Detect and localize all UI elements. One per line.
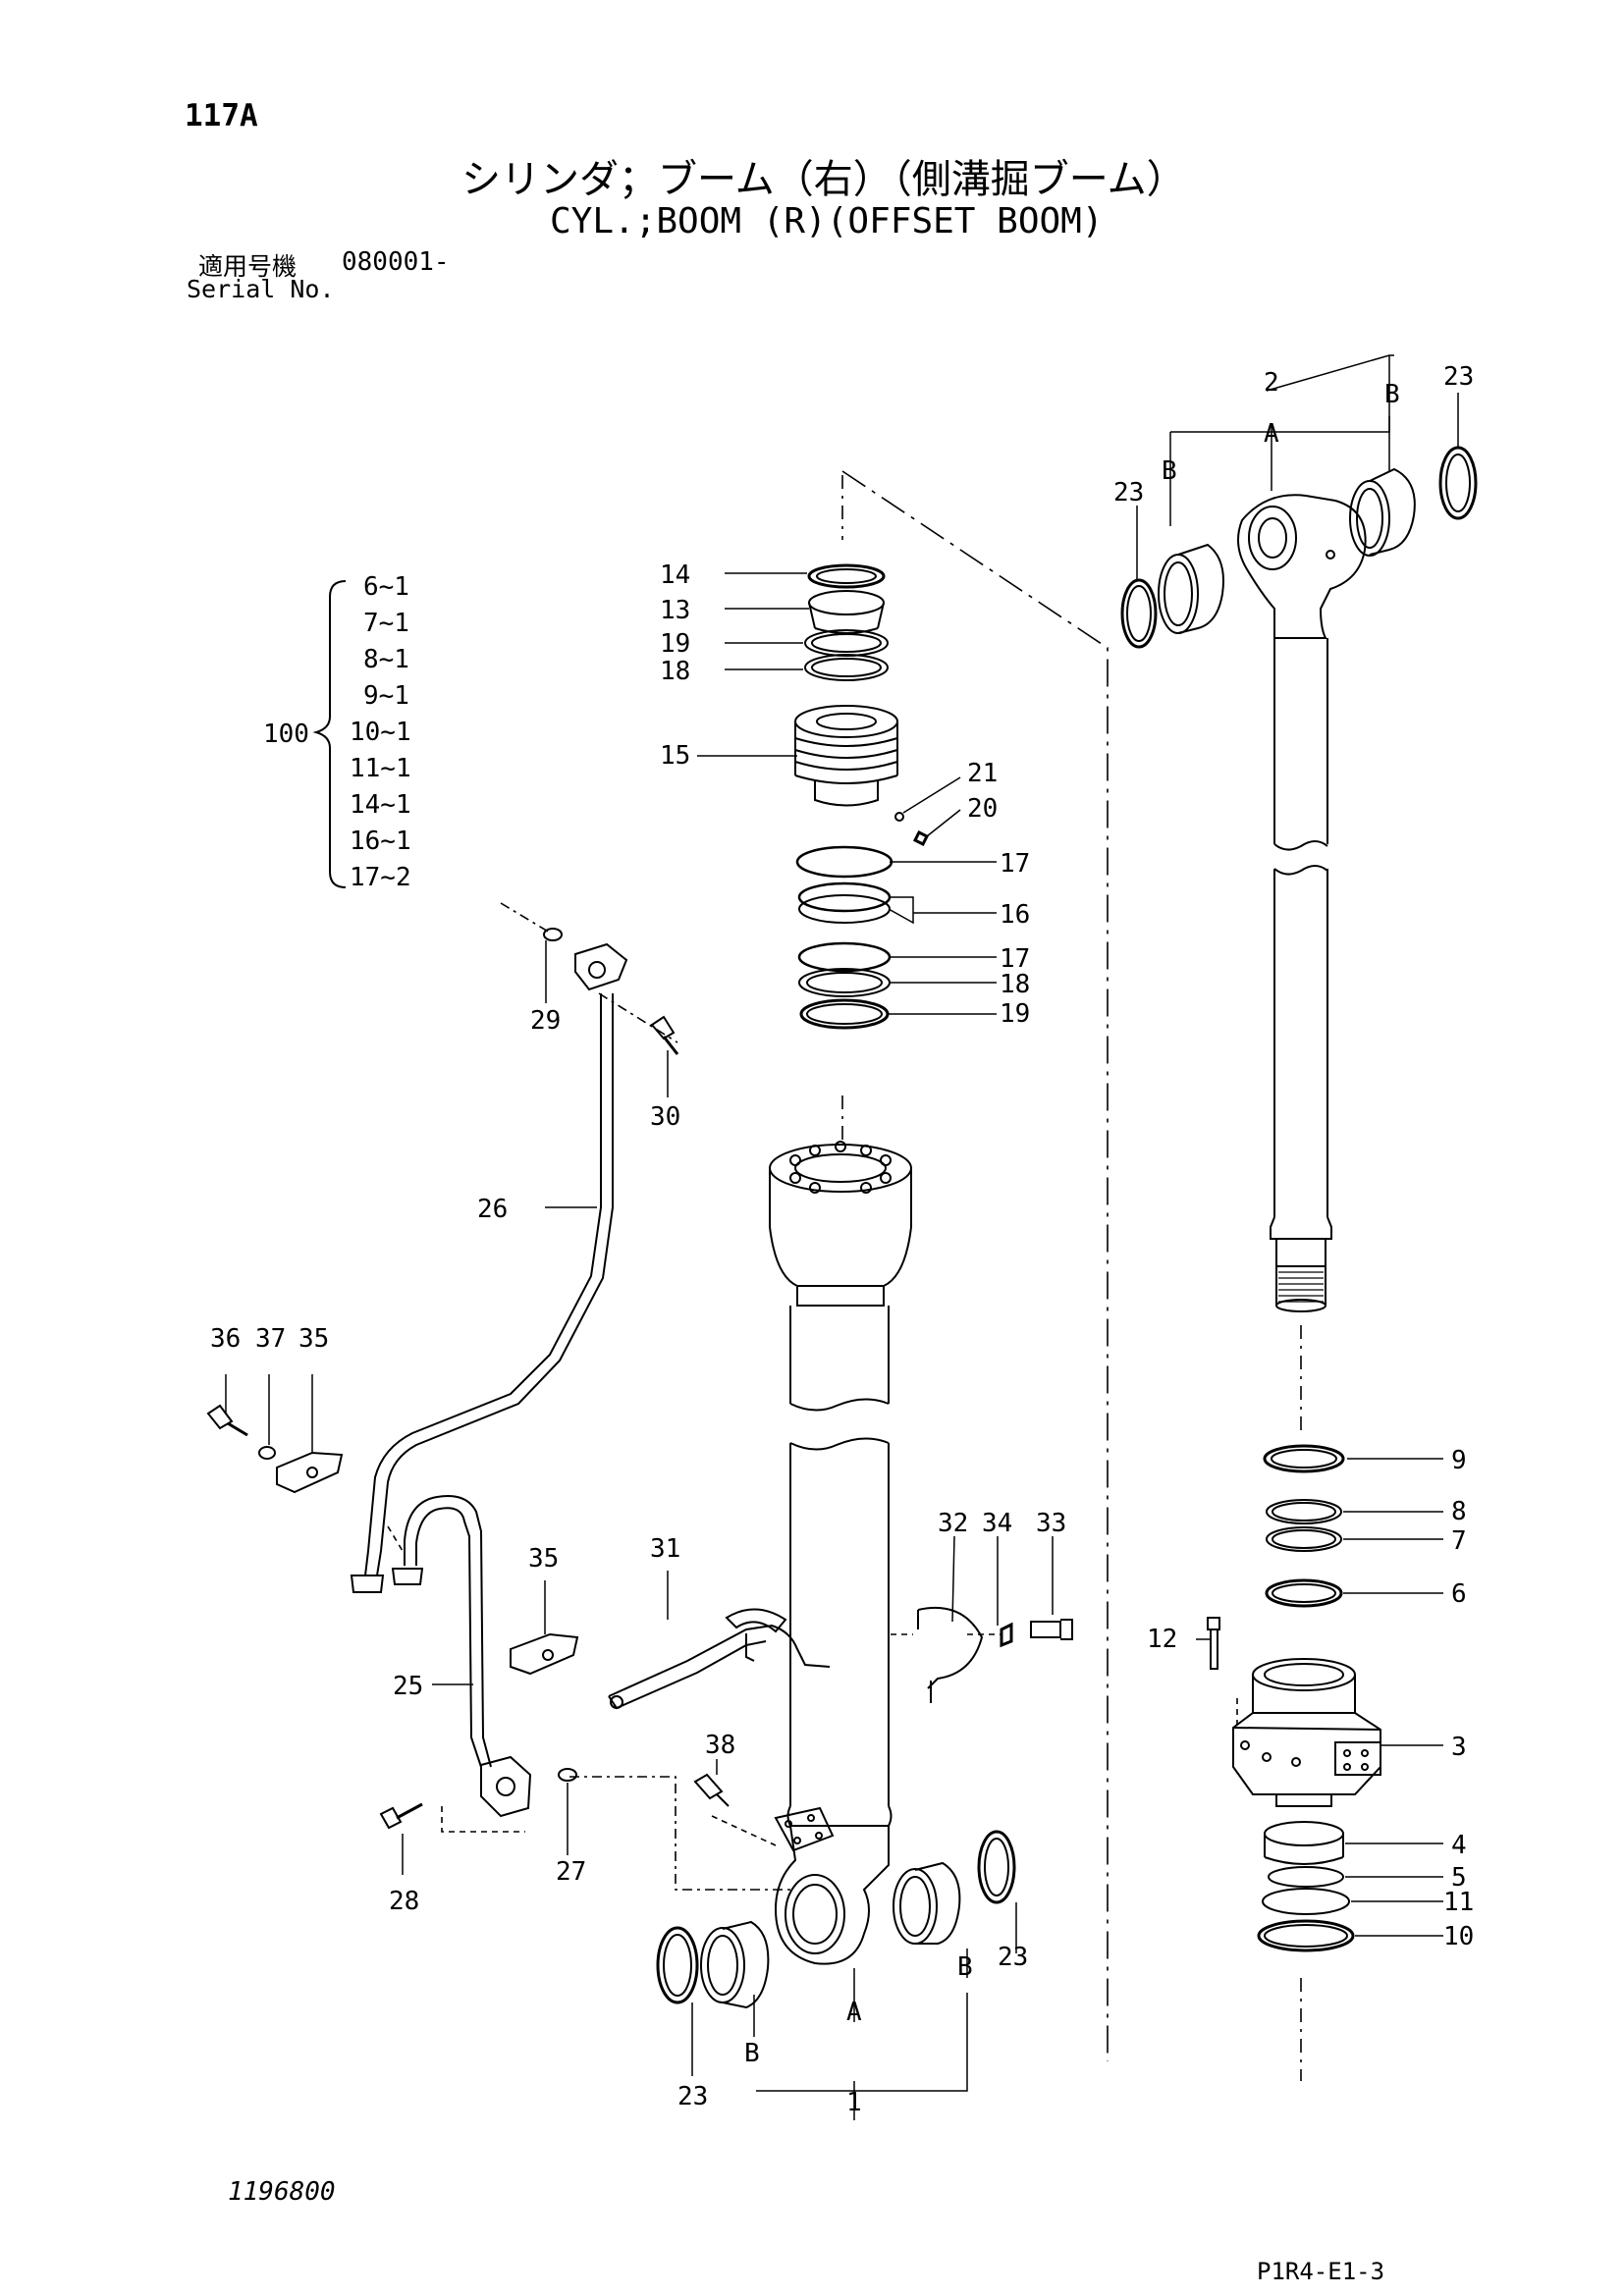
kit-item: 8~1 bbox=[363, 645, 409, 674]
kit-item: 11~1 bbox=[350, 754, 411, 783]
callout-b: B bbox=[1162, 456, 1177, 486]
callout-20: 20 bbox=[967, 794, 998, 824]
callout-13: 13 bbox=[660, 596, 690, 625]
callout-23: 23 bbox=[1443, 362, 1474, 392]
callout-37: 37 bbox=[255, 1324, 286, 1354]
callout-18: 18 bbox=[660, 657, 690, 686]
callout-25: 25 bbox=[393, 1672, 423, 1701]
callout-15: 15 bbox=[660, 741, 690, 771]
piston-and-seals bbox=[794, 563, 930, 1030]
callout-32: 32 bbox=[938, 1509, 968, 1538]
serial-number-value: 080001- bbox=[342, 247, 450, 277]
serial-label-japanese: 適用号機 bbox=[198, 252, 298, 281]
grease-fitting bbox=[693, 1773, 730, 1807]
tube-clamps bbox=[608, 1606, 1073, 1710]
callout-b: B bbox=[957, 1952, 973, 1982]
callout-23: 23 bbox=[1113, 478, 1144, 507]
callout-16: 16 bbox=[1000, 900, 1030, 930]
callout-19: 19 bbox=[660, 629, 690, 659]
rod-eye-bushings bbox=[1120, 446, 1478, 649]
callout-12: 12 bbox=[1147, 1625, 1177, 1654]
callout-4: 4 bbox=[1451, 1831, 1467, 1860]
callout-a: A bbox=[846, 1998, 862, 2027]
cylinder-head-assembly bbox=[1207, 1444, 1381, 1952]
callout-33: 33 bbox=[1036, 1509, 1066, 1538]
callout-38: 38 bbox=[705, 1731, 735, 1760]
callout-b: B bbox=[1384, 380, 1400, 409]
bottom-bushings bbox=[656, 1830, 1016, 2009]
callout-10: 10 bbox=[1443, 1922, 1474, 1951]
page-number: 117A bbox=[185, 98, 258, 133]
piston-rod-assembly bbox=[1237, 494, 1367, 1312]
serial-label-english: Serial No. bbox=[187, 275, 335, 303]
callout-18: 18 bbox=[1000, 970, 1030, 999]
kit-item: 16~1 bbox=[350, 827, 411, 856]
callout-26: 26 bbox=[477, 1195, 508, 1224]
leader-lines bbox=[225, 354, 1459, 2120]
callout-8: 8 bbox=[1451, 1497, 1467, 1526]
drawing-number: 1196800 bbox=[228, 2177, 336, 2207]
assembly-guide-lines bbox=[387, 470, 1302, 2081]
title-japanese: シリンダ；ブーム（右）（側溝掘ブーム） bbox=[461, 157, 1186, 202]
callout-23: 23 bbox=[677, 2082, 708, 2111]
callout-labels: 2 23 B A B 23 14 13 19 18 15 21 20 17 16… bbox=[210, 362, 1474, 2117]
callout-34: 34 bbox=[982, 1509, 1012, 1538]
title-english: CYL.;BOOM (R)(OFFSET BOOM) bbox=[550, 201, 1104, 241]
callout-17: 17 bbox=[1000, 849, 1030, 879]
callout-1: 1 bbox=[846, 2088, 862, 2117]
callout-11: 11 bbox=[1443, 1888, 1474, 1917]
callout-35: 35 bbox=[298, 1324, 329, 1354]
callout-7: 7 bbox=[1451, 1526, 1467, 1556]
callout-27: 27 bbox=[556, 1857, 586, 1887]
callout-a: A bbox=[1264, 419, 1279, 449]
callout-31: 31 bbox=[650, 1534, 680, 1564]
callout-2: 2 bbox=[1264, 368, 1279, 398]
callout-35: 35 bbox=[528, 1544, 559, 1574]
callout-28: 28 bbox=[389, 1887, 419, 1916]
kit-item: 9~1 bbox=[363, 681, 409, 711]
page-code: P1R4-E1-3 bbox=[1257, 2258, 1385, 2285]
callout-3: 3 bbox=[1451, 1733, 1467, 1762]
kit-item: 7~1 bbox=[363, 609, 409, 638]
callout-36: 36 bbox=[210, 1324, 241, 1354]
callout-14: 14 bbox=[660, 561, 690, 590]
callout-9: 9 bbox=[1451, 1446, 1467, 1475]
kit-item: 6~1 bbox=[363, 572, 409, 602]
callout-29: 29 bbox=[530, 1006, 561, 1036]
cylinder-tube bbox=[769, 1141, 912, 1965]
kit-item: 10~1 bbox=[350, 718, 411, 747]
kit-item: 17~2 bbox=[350, 863, 411, 892]
hydraulic-pipes bbox=[206, 928, 679, 1830]
kit-item: 14~1 bbox=[350, 790, 411, 820]
callout-17: 17 bbox=[1000, 944, 1030, 974]
kit-bracket: 100 6~1 7~1 8~1 9~1 10~1 11~1 14~1 16~1 … bbox=[263, 572, 411, 892]
callout-21: 21 bbox=[967, 759, 998, 788]
callout-6: 6 bbox=[1451, 1579, 1467, 1609]
callout-b: B bbox=[744, 2039, 760, 2068]
callout-23: 23 bbox=[998, 1943, 1028, 1972]
callout-30: 30 bbox=[650, 1102, 680, 1132]
kit-number: 100 bbox=[263, 720, 309, 749]
callout-19: 19 bbox=[1000, 999, 1030, 1029]
callout-5: 5 bbox=[1451, 1863, 1467, 1893]
